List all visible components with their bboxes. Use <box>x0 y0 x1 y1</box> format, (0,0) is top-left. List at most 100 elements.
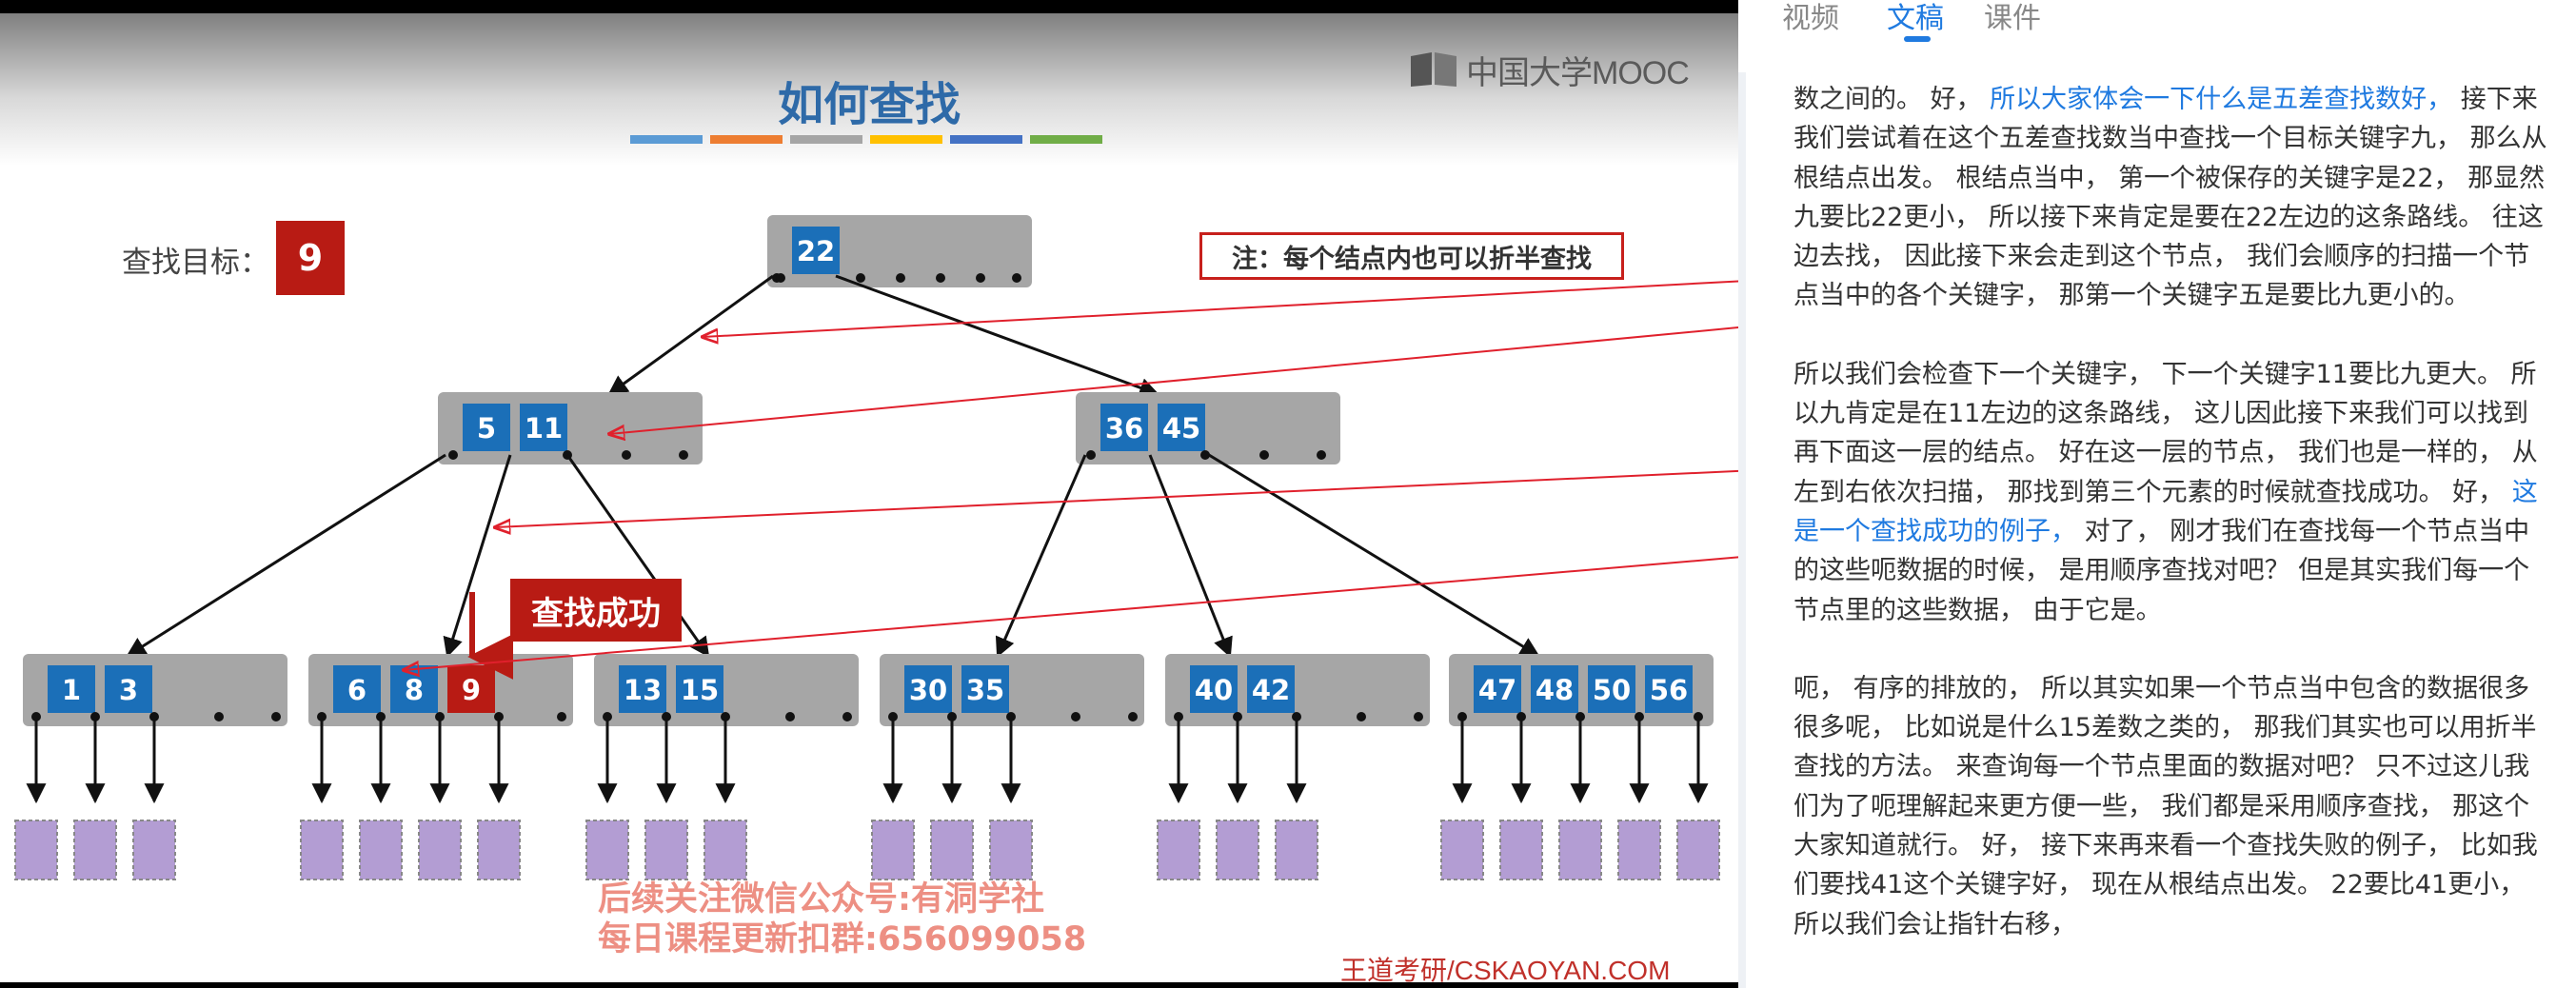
title-underline-bar <box>950 135 1022 144</box>
key-label: 50 <box>1593 674 1631 706</box>
key-cell <box>676 665 723 713</box>
key-label: 3 <box>119 674 138 706</box>
key-label: 15 <box>681 674 719 706</box>
key-label: 48 <box>1536 674 1574 706</box>
key-label: 1 <box>62 674 81 706</box>
pointer-dot <box>1200 450 1210 460</box>
pointer-dot <box>448 450 458 460</box>
pointer-dot <box>785 712 795 721</box>
pointer-dot <box>896 273 905 283</box>
failure-leaf <box>300 820 344 880</box>
failure-leaf <box>1558 820 1602 880</box>
pointer-dot <box>1012 273 1021 283</box>
key-label: 5 <box>477 412 496 445</box>
failure-leaf <box>989 820 1033 880</box>
key-label: 42 <box>1252 674 1290 706</box>
transcript-paragraph: 呃， 有序的排放的， 所以其实如果一个节点当中包含的数据很多很多呢， 比如说是什… <box>1793 669 2547 944</box>
transcript-segment: 数之间的。 好， <box>1793 85 1991 114</box>
pointer-dot <box>1414 712 1423 721</box>
key-cell <box>792 227 840 274</box>
pointer-dot <box>1635 712 1644 721</box>
annotation-pointer <box>609 326 1738 434</box>
failure-leaf <box>477 820 521 880</box>
failure-leaf <box>14 820 58 880</box>
pointer-dot <box>1233 712 1242 721</box>
key-cell <box>904 665 952 713</box>
search-target-label: 查找目标： <box>122 246 269 280</box>
note-box: 注：每个结点内也可以折半查找 <box>1199 232 1624 280</box>
key-label: 13 <box>624 674 662 706</box>
pointer-dot <box>317 712 327 721</box>
transcript-segment: 接下来我们尝试着在这个五差查找数当中查找一个目标关键字九， 那么从根结点出发。 … <box>1793 85 2547 311</box>
pointer-dot <box>1006 712 1016 721</box>
pointer-dot <box>603 712 612 721</box>
watermark-line-2: 每日课程更新扣群:656099058 <box>598 920 1087 958</box>
pointer-dot <box>721 712 730 721</box>
failure-leaf <box>1216 820 1259 880</box>
annotation-pointer <box>495 469 1738 527</box>
key-cell <box>619 665 666 713</box>
pointer-dot <box>662 712 671 721</box>
key-label: 36 <box>1105 412 1143 445</box>
transcript-text[interactable]: 数之间的。 好， 所以大家体会一下什么是五差查找数好， 接下来我们尝试着在这个五… <box>1793 80 2547 983</box>
tab-video[interactable]: 视频 <box>1782 2 1839 35</box>
transcript-paragraph: 数之间的。 好， 所以大家体会一下什么是五差查找数好， 接下来我们尝试着在这个五… <box>1793 80 2547 316</box>
key-label: 11 <box>525 412 563 445</box>
key-label: 30 <box>909 674 947 706</box>
key-cell <box>520 404 567 451</box>
search-success-label: 查找成功 <box>510 579 682 642</box>
highlighted-sentence[interactable]: 所以大家体会一下什么是五差查找数好， <box>1990 85 2453 114</box>
pointer-dot <box>1516 712 1526 721</box>
title-underline-bar <box>870 135 942 144</box>
panel-tabs: 视频 文稿 课件 <box>1738 0 2576 72</box>
pointer-dot <box>842 712 852 721</box>
tree-edge <box>607 274 774 396</box>
tab-courseware[interactable]: 课件 <box>1984 2 2041 35</box>
pointer-dot <box>1317 450 1326 460</box>
tab-transcript[interactable]: 文稿 <box>1887 2 1944 35</box>
key-cell <box>961 665 1009 713</box>
pointer-dot <box>1086 450 1096 460</box>
transcript-segment: 对了， 刚才我们在查找每一个节点当中的这些呃数据的时候， 是用顺序查找对吧？ 但… <box>1793 516 2530 625</box>
pointer-dot <box>947 712 957 721</box>
pointer-dot <box>1357 712 1366 721</box>
pointer-dot <box>557 712 566 721</box>
key-cell <box>1531 665 1578 713</box>
tree-edge <box>565 454 710 658</box>
pointer-dot <box>376 712 386 721</box>
pointer-dot <box>776 273 785 283</box>
pointer-dot <box>936 273 945 283</box>
title-underline-bar <box>630 135 703 144</box>
pointer-dot <box>1259 450 1269 460</box>
key-cell <box>1474 665 1521 713</box>
slide-title: 如何查找 <box>777 78 961 131</box>
tree-edge <box>1208 453 1540 658</box>
key-label: 9 <box>462 674 481 706</box>
pointer-dot <box>1457 712 1467 721</box>
failure-leaf <box>703 820 747 880</box>
key-cell <box>1158 404 1205 451</box>
key-cell <box>1645 665 1693 713</box>
failure-leaf <box>359 820 403 880</box>
highlighted-sentence[interactable]: 这是一个查找成功的例子， <box>1793 477 2538 546</box>
pointer-dot <box>1292 712 1301 721</box>
annotation-pointer <box>404 556 1738 670</box>
title-underline-bar <box>1030 135 1102 144</box>
pointer-dot <box>679 450 688 460</box>
mooc-logo: 中国大学MOOC <box>1409 48 1690 91</box>
failure-leaf <box>1617 820 1661 880</box>
pointer-dot <box>1128 712 1138 721</box>
slide-credit: 王道考研/CSKAOYAN.COM <box>1340 956 1671 985</box>
mooc-book-icon <box>1411 52 1456 87</box>
failure-leaf <box>1275 820 1318 880</box>
key-label: 8 <box>405 674 424 706</box>
tree-edge <box>835 274 1159 398</box>
pointer-dot <box>494 712 504 721</box>
failure-leaf <box>418 820 462 880</box>
tree-edge <box>126 453 446 658</box>
pointer-dot <box>622 450 631 460</box>
tree-edge <box>443 454 512 659</box>
